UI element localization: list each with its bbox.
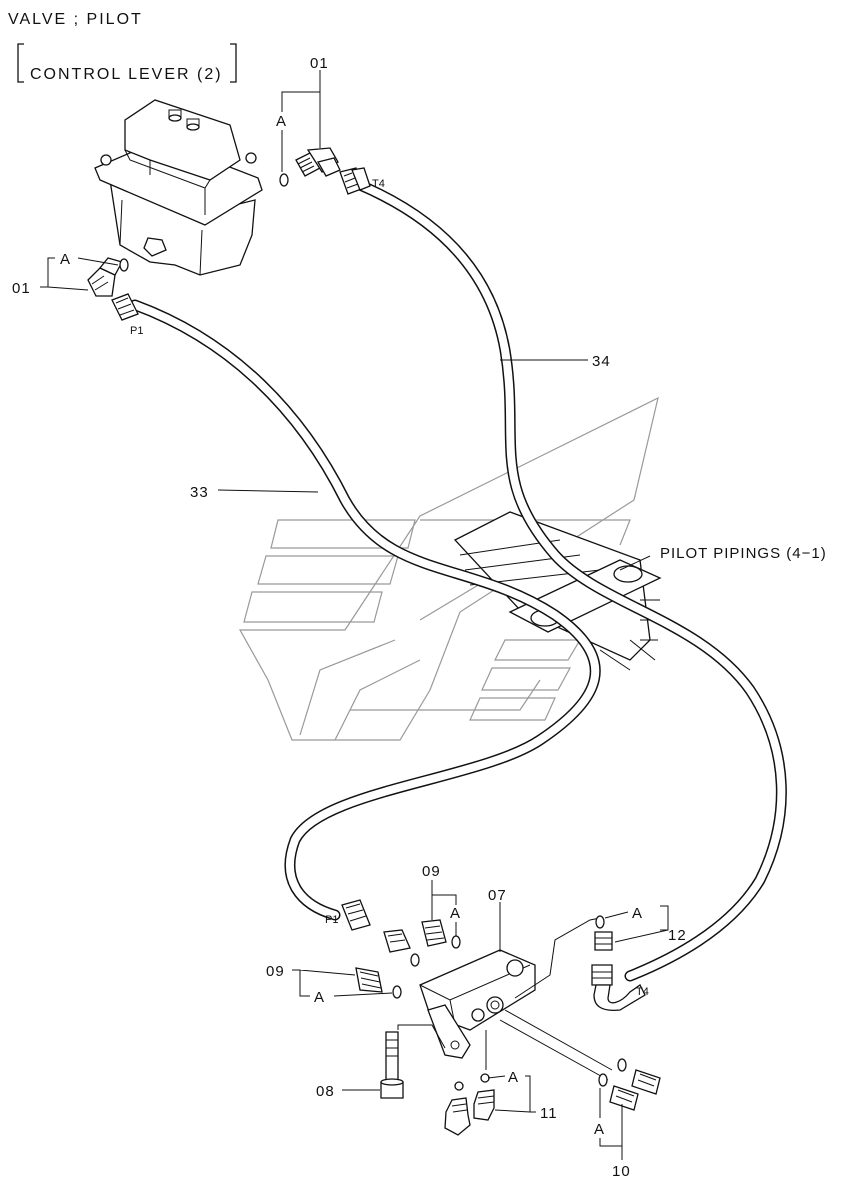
ref-pilot-pipings: PILOT PIPINGS (4−1) [660, 545, 827, 562]
manifold-block-icon [419, 949, 536, 1059]
elbow-fitting-icon [444, 1097, 471, 1136]
port-label-t4-bottom: T4 [636, 986, 649, 998]
elbow-fitting-icon [473, 1089, 495, 1121]
callout-33: 33 [190, 484, 209, 501]
hose-connector-icon [355, 967, 383, 993]
callout-34: 34 [592, 353, 611, 370]
o-ring-icon [392, 985, 402, 999]
o-ring-icon [451, 935, 461, 949]
elbow-fitting-icon [87, 257, 123, 297]
hose-connector-icon [341, 899, 371, 931]
hose-34 [354, 179, 787, 982]
callout-11: 11 [540, 1105, 558, 1122]
hose-connector-icon [383, 929, 411, 953]
hose-connector-icon [421, 919, 447, 947]
hose-33 [129, 299, 601, 921]
callout-a-12: A [632, 905, 643, 922]
callout-01-top: 01 [310, 55, 329, 72]
callout-09-top: 09 [422, 863, 441, 880]
o-ring-icon [454, 1081, 464, 1091]
hose-connector-icon [609, 1085, 639, 1111]
callout-09-left: 09 [266, 963, 285, 980]
leader-lines [40, 70, 669, 1160]
o-ring-icon [598, 1073, 608, 1087]
elbow-fitting-icon [591, 964, 646, 1011]
hose-connector-icon [111, 293, 139, 321]
o-ring-icon [410, 953, 420, 967]
port-label-p1-bottom: P1 [325, 914, 338, 926]
title-block: VALVE ; PILOT CONTROL LEVER (2) [8, 11, 237, 83]
callout-a-10: A [594, 1121, 605, 1138]
port-labels: T4 P1 P1 T4 [130, 178, 649, 998]
callout-a-09-left: A [314, 989, 325, 1006]
callout-07: 07 [488, 887, 507, 904]
callout-08: 08 [316, 1083, 335, 1100]
pilot-valve-icon [94, 99, 263, 276]
title-bracket-left [17, 43, 24, 83]
o-ring-icon [279, 173, 289, 187]
port-label-t4-top: T4 [372, 178, 385, 190]
callout-01-left: 01 [12, 280, 31, 297]
callout-a-top: A [276, 113, 287, 130]
title-line2: CONTROL LEVER (2) [30, 66, 223, 83]
o-ring-icon [119, 258, 129, 272]
o-ring-icon [595, 915, 605, 929]
bolt-icon [380, 1031, 404, 1099]
manifold-block-icon [453, 511, 662, 671]
o-ring-icon [617, 1058, 627, 1072]
hose-connector-icon [339, 167, 371, 195]
o-ring-icon [480, 1073, 490, 1083]
hose-connector-icon [631, 1069, 661, 1095]
callout-10: 10 [612, 1163, 631, 1180]
port-label-p1-top: P1 [130, 325, 143, 337]
callout-a-09-top: A [450, 905, 461, 922]
hose-connector-icon [594, 931, 613, 951]
title-bracket-right [230, 43, 237, 83]
callout-a-left: A [60, 251, 71, 268]
part-callouts: 01 A 01 A 34 33 PILOT PIPINGS (4−1) 09 A… [12, 55, 827, 1180]
callout-a-11: A [508, 1069, 519, 1086]
callout-12: 12 [668, 927, 687, 944]
title-line1: VALVE ; PILOT [8, 11, 143, 28]
hose-outlet [499, 917, 613, 1081]
elbow-fitting-icon [295, 147, 341, 177]
